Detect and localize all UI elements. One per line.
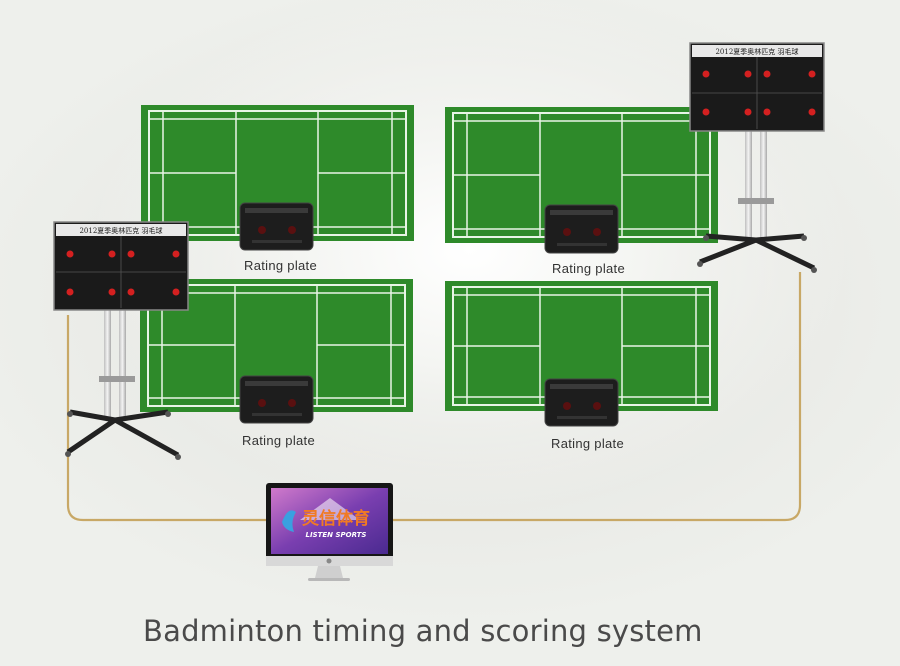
scoreboard-right-title: 2012夏季奥林匹克 羽毛球 bbox=[715, 47, 798, 56]
scoreboard-stand-right bbox=[697, 130, 817, 273]
rating-plate-label-4: Rating plate bbox=[551, 436, 624, 451]
scoreboard-left: 2012夏季奥林匹克 羽毛球 bbox=[53, 221, 189, 311]
scoreboard-stand-left bbox=[65, 308, 181, 460]
rating-plate-label-2: Rating plate bbox=[552, 261, 625, 276]
rating-plate-device-4 bbox=[544, 378, 619, 427]
scoreboard-right: 2012夏季奥林匹克 羽毛球 bbox=[689, 42, 825, 132]
apple-logo-icon bbox=[326, 558, 332, 564]
network-cable bbox=[66, 272, 802, 522]
rating-plate-device-2 bbox=[544, 204, 619, 254]
monitor-logo-text: 灵信体育 bbox=[302, 508, 370, 529]
rating-plate-label-1: Rating plate bbox=[244, 258, 317, 273]
rating-plate-device-3 bbox=[239, 375, 314, 424]
monitor-logo-subtext: LISTEN SPORTS bbox=[306, 531, 367, 539]
rating-plate-label-3: Rating plate bbox=[242, 433, 315, 448]
diagram-caption: Badminton timing and scoring system bbox=[143, 614, 703, 648]
logo-flame-icon bbox=[282, 510, 296, 532]
scoreboard-left-title: 2012夏季奥林匹克 羽毛球 bbox=[79, 226, 162, 235]
computer-monitor: 灵信体育 LISTEN SPORTS bbox=[266, 483, 393, 581]
rating-plate-device-1 bbox=[239, 202, 314, 251]
